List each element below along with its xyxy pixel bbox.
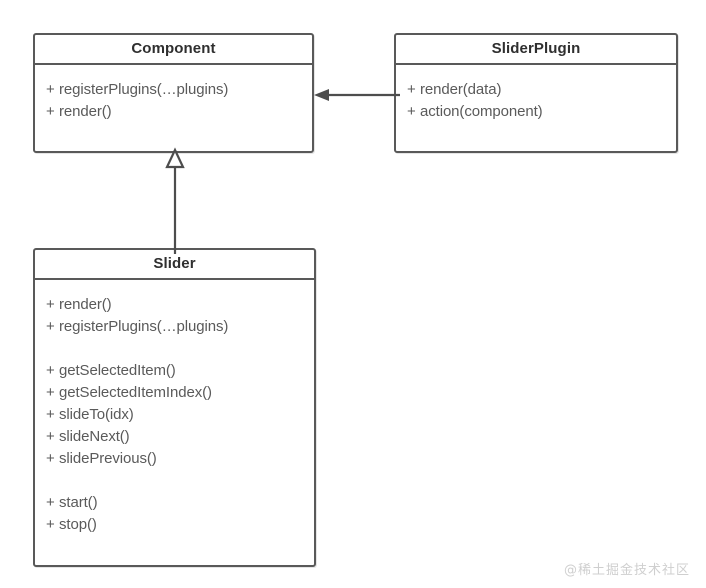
- member-signature: getSelectedItem(): [59, 362, 176, 379]
- class-members-component: +registerPlugins(…plugins) +render(): [35, 65, 312, 133]
- visibility-marker: +: [46, 516, 55, 533]
- member-group-separator: [35, 338, 314, 360]
- member-group-separator: [35, 470, 314, 492]
- class-title-component: Component: [35, 35, 312, 65]
- visibility-marker: +: [46, 362, 55, 379]
- member-row: +slidePrevious(): [35, 448, 314, 470]
- member-row: +getSelectedItem(): [35, 360, 314, 382]
- member-row: +render(): [35, 101, 312, 123]
- visibility-marker: +: [46, 428, 55, 445]
- visibility-marker: +: [46, 103, 55, 120]
- member-signature: registerPlugins(…plugins): [59, 318, 229, 335]
- member-row: +render(): [35, 294, 314, 316]
- class-members-sliderplugin: +render(data) +action(component): [396, 65, 676, 133]
- visibility-marker: +: [46, 81, 55, 98]
- member-signature: registerPlugins(…plugins): [59, 81, 229, 98]
- member-signature: start(): [59, 494, 98, 511]
- member-row: +slideTo(idx): [35, 404, 314, 426]
- member-signature: render(): [59, 103, 112, 120]
- visibility-marker: +: [46, 318, 55, 335]
- member-signature: slideNext(): [59, 428, 130, 445]
- member-row: +action(component): [396, 101, 676, 123]
- uml-class-component[interactable]: Component +registerPlugins(…plugins) +re…: [33, 33, 314, 153]
- association-arrow-sliderplugin-to-component: [314, 89, 400, 101]
- member-row: +render(data): [396, 79, 676, 101]
- member-signature: slideTo(idx): [59, 406, 134, 423]
- visibility-marker: +: [46, 494, 55, 511]
- hollow-triangle-arrowhead-icon: [165, 147, 185, 169]
- member-signature: action(component): [420, 103, 543, 120]
- member-row: +registerPlugins(…plugins): [35, 316, 314, 338]
- solid-arrowhead-icon: [314, 89, 329, 101]
- member-row: +stop(): [35, 514, 314, 536]
- visibility-marker: +: [46, 406, 55, 423]
- visibility-marker: +: [46, 384, 55, 401]
- uml-class-slider[interactable]: Slider +render() +registerPlugins(…plugi…: [33, 248, 316, 567]
- generalization-arrow-slider-to-component: [165, 147, 185, 254]
- member-row: +getSelectedItemIndex(): [35, 382, 314, 404]
- class-title-slider: Slider: [35, 250, 314, 280]
- watermark-text: @稀土掘金技术社区: [563, 563, 690, 578]
- visibility-marker: +: [407, 81, 416, 98]
- member-row: +slideNext(): [35, 426, 314, 448]
- uml-class-sliderplugin[interactable]: SliderPlugin +render(data) +action(compo…: [394, 33, 678, 153]
- visibility-marker: +: [407, 103, 416, 120]
- member-signature: render(): [59, 296, 112, 313]
- visibility-marker: +: [46, 450, 55, 467]
- visibility-marker: +: [46, 296, 55, 313]
- member-row: +start(): [35, 492, 314, 514]
- member-signature: slidePrevious(): [59, 450, 157, 467]
- member-signature: render(data): [420, 81, 502, 98]
- class-title-sliderplugin: SliderPlugin: [396, 35, 676, 65]
- member-signature: getSelectedItemIndex(): [59, 384, 212, 401]
- class-members-slider: +render() +registerPlugins(…plugins) +ge…: [35, 280, 314, 546]
- member-row: +registerPlugins(…plugins): [35, 79, 312, 101]
- member-signature: stop(): [59, 516, 97, 533]
